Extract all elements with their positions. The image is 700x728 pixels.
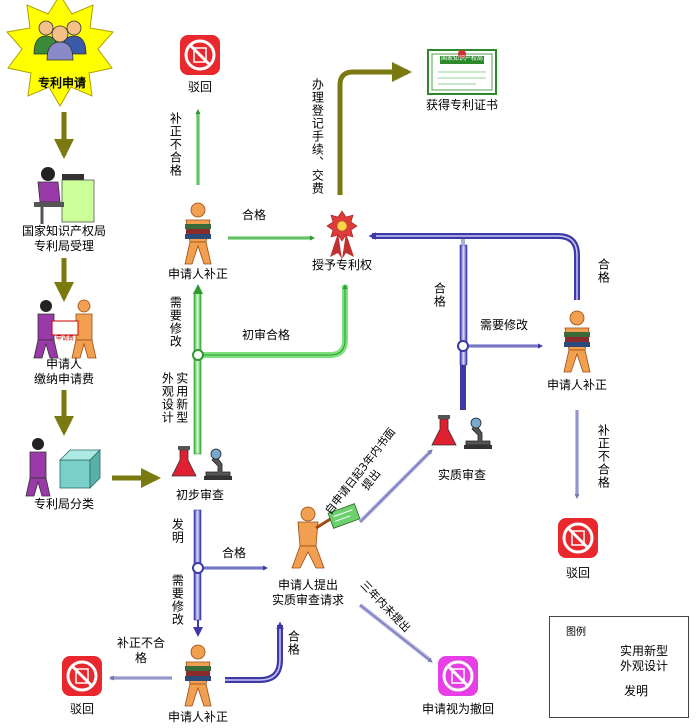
grant-label: 授予专利权 [311,258,372,272]
olive-flow [54,62,412,488]
seal-medal-icon [326,210,358,259]
reject-bottom-label: 驳回 [69,702,94,716]
applicant-bottom-label: 申请人补正 [167,710,228,724]
need-fix-top-label: 需要修改 [168,296,183,348]
office-worker-icon [34,167,95,224]
lab-microscope-icon [431,414,493,450]
sorting-boxes-icon [25,438,101,497]
legend-green-label: 实用新型 外观设计 [620,644,669,673]
certificate-label: 获得专利证书 [425,98,498,112]
invention-label: 发明 [170,518,185,544]
green-track [192,109,348,455]
person-with-books-icon [563,310,591,373]
certificate-doc-label: 国家知识产权局 [441,54,483,62]
ok-right-vert-label: 合格 [432,282,447,308]
lab-microscope-icon [171,445,233,481]
reject-sign-icon [60,654,104,698]
utility-design-label: 实用新型外观设计 [160,372,189,424]
pay-doc-label: 申请费 [56,334,74,342]
prelim-exam-label: 初步审查 [175,488,224,502]
need-fix-right-label: 需要修改 [480,318,529,332]
reject-sign-icon [556,516,600,560]
not-ok-right-label: 补正不合格 [596,424,611,489]
person-with-document-icon [291,503,361,569]
ok-top-label: 合格 [242,208,267,222]
person-with-books-icon [184,644,212,707]
reject-top-label: 驳回 [187,80,212,94]
need-fix-bottom-label: 需要修改 [170,574,185,626]
pay-fee-label: 申请人 缴纳申请费 [33,357,94,386]
prelim-ok-label: 初审合格 [242,328,291,342]
classify-label: 专利局分类 [33,497,94,511]
register-label: 办理登记手续、交费 [310,78,325,195]
not-ok-bottom-label: 补正不合格 [116,636,165,665]
person-with-books-icon [184,202,212,265]
handover-document-icon [33,299,97,359]
subst-request-label: 申请人提出 实质审查请求 [271,578,344,607]
ok-mid-label: 合格 [222,546,247,560]
reject-sign-icon [178,33,222,77]
applicant-right-label: 申请人补正 [546,378,607,392]
cnipa-label: 国家知识产权局 专利局受理 [21,224,106,253]
blue-track [109,232,580,683]
reject-right-label: 驳回 [565,566,590,580]
withdrawn-label: 申请视为撤回 [421,702,494,716]
legend-title: 图例 [566,627,586,638]
people-group-icon [33,20,87,61]
ok-bottom-label: 合格 [286,630,301,656]
not-ok-top-label: 补正不合格 [168,112,183,177]
legend-blue-label: 发明 [624,684,649,698]
start-label: 专利申请 [37,76,86,90]
legend [549,616,689,718]
applicant-top-label: 申请人补正 [167,267,228,281]
ok-right-label: 合格 [596,258,611,284]
certificate-icon [427,49,497,95]
withdrawn-sign-icon [438,656,478,696]
subst-exam-label: 实质审查 [437,468,486,482]
